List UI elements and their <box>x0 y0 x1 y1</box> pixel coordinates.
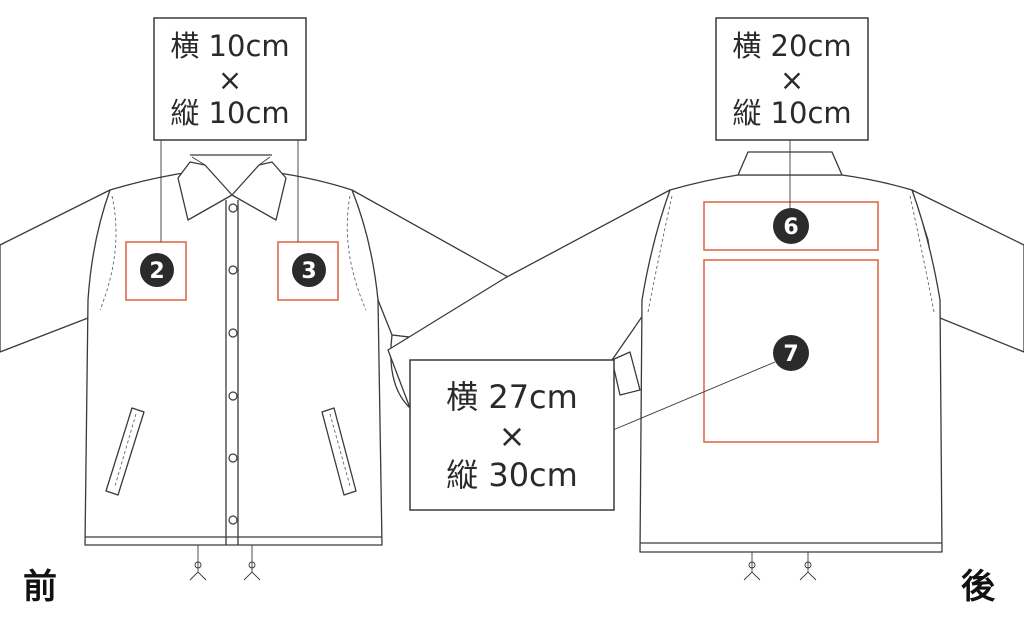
badge-number: 6 <box>783 215 798 240</box>
print-zones <box>125 201 879 443</box>
back-right-armhole-stitch <box>909 195 935 313</box>
dimension-height: 縦 10cm <box>170 96 289 130</box>
back-left-armhole-stitch <box>647 195 673 313</box>
front-left-armhole-stitch <box>99 195 117 311</box>
front-collar-seams <box>191 156 271 166</box>
back-drawcord-right <box>799 552 817 581</box>
dimension-height: 縦 30cm <box>446 456 578 494</box>
front-right-pocket-stitch <box>329 413 351 487</box>
front-collar-left <box>177 161 233 221</box>
snap-button <box>228 328 238 338</box>
dimension-times: × <box>218 63 242 97</box>
print-zone-2 <box>125 241 187 301</box>
dimension-height: 縦 10cm <box>732 96 851 130</box>
dimension-width: 横 27cm <box>446 378 578 416</box>
badge-circle <box>292 253 326 287</box>
back-left-cuff <box>611 351 641 396</box>
front-drawcord-left <box>189 545 207 581</box>
print-zone-3 <box>277 241 339 301</box>
snap-button <box>228 391 238 401</box>
back-view-label: 後 <box>961 567 996 607</box>
front-drawcord-stopper-left <box>194 561 202 569</box>
dimension-box-frame <box>409 359 615 511</box>
front-right-armhole-stitch <box>346 195 367 311</box>
back-drawcord-left <box>743 552 761 581</box>
dimension-box-back-upper: 横 20cm × 縦 10cm <box>715 17 869 141</box>
dimension-width: 横 20cm <box>732 29 851 63</box>
badge-number: 3 <box>301 259 316 284</box>
dimension-times: × <box>780 63 804 97</box>
front-left-pocket-stitch <box>114 413 137 487</box>
snap-button <box>228 453 238 463</box>
snap-button <box>228 265 238 275</box>
front-drawcord-stopper-right <box>248 561 256 569</box>
front-view-label: 前 <box>23 567 57 607</box>
dimension-box-back-center: 横 27cm × 縦 30cm <box>409 359 615 511</box>
dimension-times: × <box>499 417 526 455</box>
badge-circle <box>140 253 174 287</box>
dimension-box-frame <box>153 17 307 141</box>
badge-3: 3 <box>292 253 326 287</box>
front-drawcord-right <box>243 545 261 581</box>
back-drawcord-stopper-right <box>804 561 812 569</box>
print-zone-6 <box>703 201 879 251</box>
dimension-box-frame <box>715 17 869 141</box>
badge-circle <box>773 335 809 371</box>
badge-number: 7 <box>783 342 798 367</box>
dimension-width: 横 10cm <box>170 29 289 63</box>
badge-7: 7 <box>773 335 809 371</box>
print-zone-7 <box>703 259 879 443</box>
back-drawcord-stopper-left <box>748 561 756 569</box>
front-right-pocket <box>321 407 357 496</box>
front-collar-right <box>231 161 287 221</box>
badge-2: 2 <box>140 253 174 287</box>
badge-circle <box>773 208 809 244</box>
badge-6: 6 <box>773 208 809 244</box>
snap-button <box>228 203 238 213</box>
snap-button <box>228 515 238 525</box>
leader-lines <box>160 140 791 431</box>
leader-line-back-center <box>612 361 776 431</box>
dimension-box-front: 横 10cm × 縦 10cm <box>153 17 307 141</box>
badge-number: 2 <box>149 259 164 284</box>
front-body <box>84 171 383 546</box>
